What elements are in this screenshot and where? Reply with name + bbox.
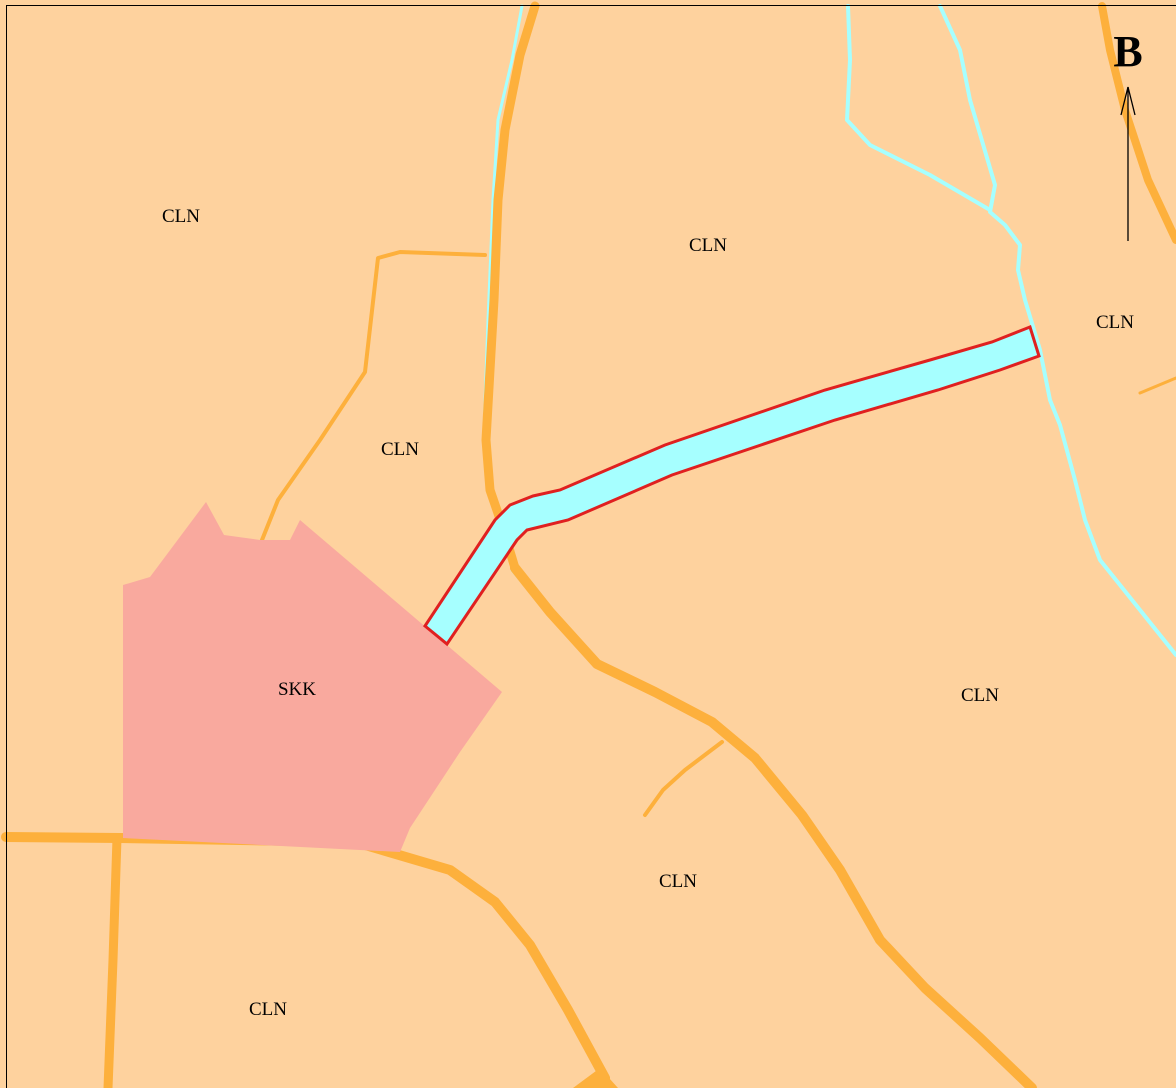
- road-east-edge: [1098, 2, 1176, 244]
- zone-label: CLN: [249, 999, 287, 1020]
- zone-label: CLN: [162, 206, 200, 227]
- north-letter: B: [1113, 27, 1142, 76]
- road-end-wedge: [573, 1068, 618, 1088]
- road-north-south-west: [481, 1, 540, 573]
- zone-label: SKK: [278, 679, 316, 700]
- special-zone-skk: [123, 502, 502, 852]
- road-southwest-vertical: [103, 833, 122, 1088]
- stream-north-branch: [845, 4, 992, 212]
- stream-east-main: [938, 4, 1176, 657]
- planned-canal: [423, 325, 1041, 647]
- zone-labels: CLN CLN CLN CLN SKK CLN CLN CLN: [162, 206, 1134, 1020]
- zone-label: CLN: [961, 685, 999, 706]
- road-south-east: [510, 563, 1037, 1088]
- north-arrow-icon: [1120, 86, 1136, 241]
- north-arrow: B: [1113, 27, 1143, 241]
- zone-label: CLN: [689, 235, 727, 256]
- map-frame: [6, 5, 1176, 1088]
- road-minor-northwest: [260, 250, 487, 542]
- zone-label: CLN: [1096, 312, 1134, 333]
- road-minor-east-spur: [1138, 376, 1176, 395]
- zone-label: CLN: [659, 871, 697, 892]
- road-minor-south-spur: [643, 740, 724, 817]
- zone-label: CLN: [381, 439, 419, 460]
